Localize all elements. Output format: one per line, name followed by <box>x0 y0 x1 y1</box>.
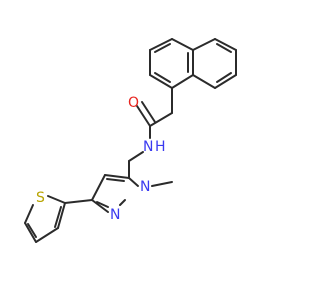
bond <box>96 201 109 208</box>
bond <box>119 199 126 206</box>
pyrazole-n2-label: N <box>110 207 120 223</box>
bond <box>128 177 139 187</box>
bond <box>24 222 37 243</box>
bond <box>214 38 237 51</box>
bond <box>54 206 62 228</box>
bond <box>47 195 66 204</box>
bond <box>149 112 173 127</box>
bond <box>151 181 173 187</box>
bond <box>57 202 66 229</box>
pyrazole-n1-label: N <box>140 179 150 195</box>
bond <box>154 43 171 53</box>
sulfur-atom-label: S <box>36 190 45 206</box>
bond <box>35 227 59 243</box>
bond <box>192 74 216 89</box>
bond <box>171 38 194 51</box>
structure-canvas: O N H N N S <box>24 38 237 243</box>
bond <box>136 105 151 127</box>
bond <box>154 72 171 83</box>
acetamide-linker <box>128 87 173 162</box>
bond <box>214 74 237 89</box>
bond <box>149 74 173 89</box>
naphthalene-group <box>149 38 237 89</box>
bond <box>216 72 232 83</box>
pyrazole-ring <box>91 160 173 213</box>
bond <box>104 174 130 179</box>
thiophene-ring <box>24 195 93 243</box>
bond <box>91 199 109 213</box>
bond <box>141 101 156 123</box>
bond <box>171 74 194 89</box>
amide-nitrogen-label: N <box>143 139 153 155</box>
bond <box>128 151 144 162</box>
bond <box>106 178 125 182</box>
oxygen-atom-label: O <box>128 95 139 111</box>
bond <box>216 43 232 53</box>
bond <box>64 199 93 204</box>
bond <box>27 223 37 238</box>
molecule-drawing: O N H N N S <box>24 38 237 243</box>
amide-hydrogen-label: H <box>155 139 166 155</box>
bond <box>24 204 34 224</box>
bond <box>149 38 173 51</box>
bond <box>192 38 216 51</box>
bond <box>91 174 106 201</box>
